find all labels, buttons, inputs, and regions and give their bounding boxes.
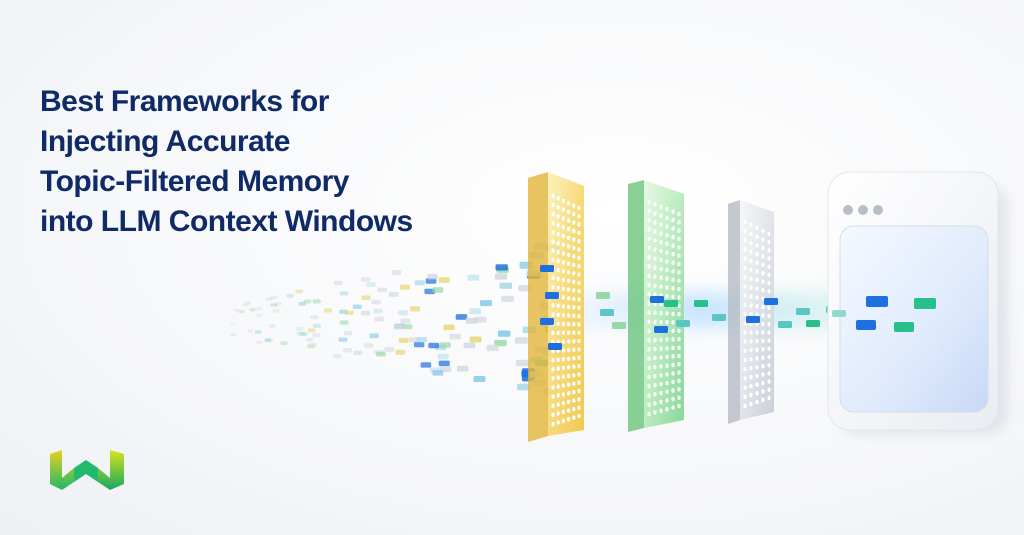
light-stream bbox=[520, 292, 880, 328]
title-line-4: into LLM Context Windows bbox=[40, 205, 413, 238]
filter-panel-yellow bbox=[528, 172, 584, 442]
brand-w-logo bbox=[50, 450, 124, 490]
filter-holes bbox=[743, 219, 771, 409]
filter-holes bbox=[647, 199, 681, 417]
page-title: Best Frameworks for Injecting Accurate T… bbox=[40, 82, 480, 242]
title-line-1: Best Frameworks for bbox=[40, 85, 329, 118]
memory-chips bbox=[230, 243, 572, 395]
context-chips bbox=[832, 296, 936, 332]
title-line-2: Injecting Accurate bbox=[40, 125, 290, 158]
filter-panel-gray bbox=[728, 200, 774, 424]
title-line-3: Topic-Filtered Memory bbox=[40, 165, 349, 198]
